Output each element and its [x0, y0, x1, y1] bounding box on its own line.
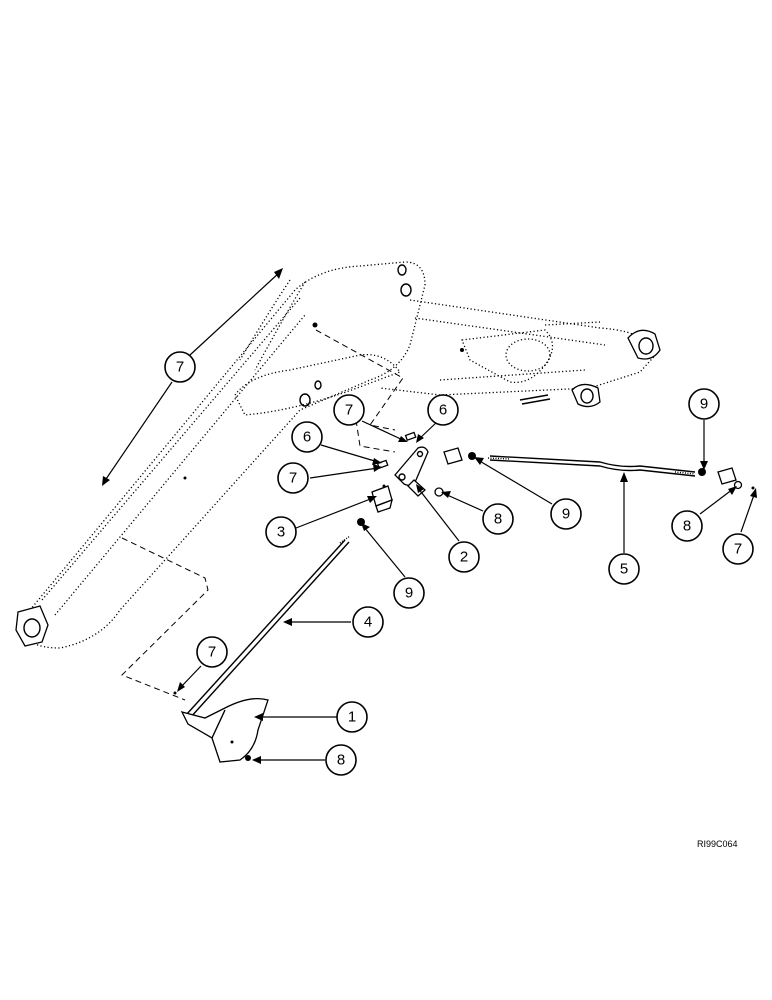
upper-control-rod: [443, 447, 737, 485]
callout-8-mid: 8: [482, 503, 514, 535]
callout-2: 2: [448, 541, 480, 573]
figure-code: RI99C064: [697, 839, 738, 849]
bellcrank: [394, 446, 429, 497]
callout-8-lower: 8: [325, 744, 357, 776]
callout-label: 5: [620, 561, 628, 578]
callout-7-lower: 7: [196, 636, 228, 668]
callout-3: 3: [265, 516, 297, 548]
callout-label: 7: [289, 470, 297, 487]
callout-label: 4: [364, 614, 372, 631]
assembly-guide-lines: [121, 329, 404, 701]
callout-label: 7: [345, 402, 353, 419]
callout-9-right: 9: [688, 388, 720, 420]
callout-label: 9: [405, 585, 413, 602]
callout-label: 6: [303, 429, 311, 446]
callout-label: 8: [494, 511, 502, 528]
callout-label: 7: [734, 541, 742, 558]
callout-label: 7: [176, 359, 184, 376]
callout-6-upper: 6: [427, 394, 459, 426]
lower-control-rod: [185, 535, 351, 719]
callout-7-boom: 7: [164, 351, 196, 383]
pedal-bracket: [180, 697, 269, 763]
clevis-pins: [376, 431, 417, 470]
callout-label: 7: [208, 644, 216, 661]
callout-9-rod: 9: [550, 498, 582, 530]
callout-7-mid: 7: [277, 462, 309, 494]
callout-5: 5: [608, 553, 640, 585]
callout-label: 9: [562, 506, 570, 523]
callout-label: 2: [460, 549, 468, 566]
callout-label: 3: [277, 524, 285, 541]
loader-boom-arm: [15, 261, 661, 649]
clevis-3: [371, 485, 393, 513]
callout-label: 8: [683, 518, 691, 535]
callout-7-upper: 7: [333, 394, 365, 426]
callout-1: 1: [336, 701, 368, 733]
callout-6-left: 6: [291, 421, 323, 453]
callout-9-mid: 9: [393, 577, 425, 609]
leader-lines: [102, 268, 757, 764]
callout-label: 8: [337, 752, 345, 769]
callout-7-right: 7: [722, 533, 754, 565]
callout-4: 4: [352, 606, 384, 638]
callout-label: 9: [700, 396, 708, 413]
callout-label: 1: [348, 709, 356, 726]
callout-label: 6: [439, 402, 447, 419]
callout-8-right: 8: [671, 510, 703, 542]
